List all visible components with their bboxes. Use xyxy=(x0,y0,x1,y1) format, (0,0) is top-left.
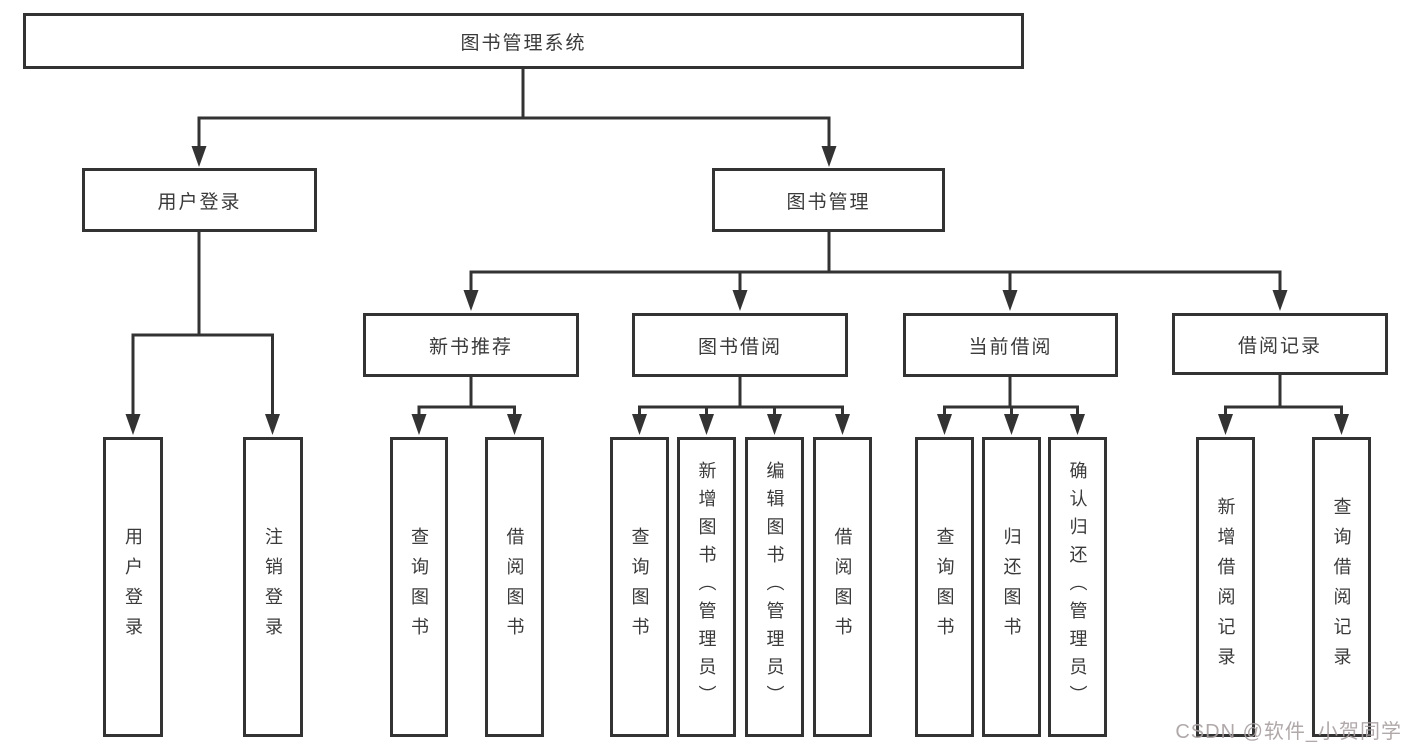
connector-userlogin-to-leaves xyxy=(131,231,274,429)
leaf-add-borrow-record: 新增借阅记录 xyxy=(1196,437,1255,737)
leaf-add-book-admin: 新增图书（管理员） xyxy=(677,437,736,737)
watermark: CSDN @软件_小贺同学 xyxy=(1175,721,1402,743)
node-book-management: 图书管理 xyxy=(712,168,945,232)
connector-root-to-level2 xyxy=(197,67,831,160)
connector-bookmgmt-to-level3 xyxy=(469,231,1282,305)
connector-records-branch xyxy=(1224,375,1343,429)
leaf-borrow-books-recommend: 借阅图书 xyxy=(485,437,544,737)
leaf-query-books-current: 查询图书 xyxy=(915,437,974,737)
leaf-query-borrow-record: 查询借阅记录 xyxy=(1312,437,1371,737)
node-new-book-recommend: 新书推荐 xyxy=(363,313,579,377)
node-borrow-records: 借阅记录 xyxy=(1172,313,1388,375)
connector-bookborrow-branch xyxy=(638,376,844,429)
leaf-return-book: 归还图书 xyxy=(982,437,1041,737)
leaf-borrow-books: 借阅图书 xyxy=(813,437,872,737)
node-current-borrow: 当前借阅 xyxy=(903,313,1118,377)
connector-newbook-branch xyxy=(417,376,516,429)
leaf-user-login: 用户登录 xyxy=(103,437,163,737)
node-root: 图书管理系统 xyxy=(23,13,1024,69)
leaf-confirm-return-admin: 确认归还（管理员） xyxy=(1048,437,1107,737)
arrowheads xyxy=(125,146,1349,435)
node-user-login: 用户登录 xyxy=(82,168,317,232)
leaf-edit-book-admin: 编辑图书（管理员） xyxy=(745,437,804,737)
node-book-borrow: 图书借阅 xyxy=(632,313,848,377)
leaf-logout: 注销登录 xyxy=(243,437,303,737)
leaf-query-books-borrow: 查询图书 xyxy=(610,437,669,737)
leaf-query-books-recommend: 查询图书 xyxy=(390,437,448,737)
